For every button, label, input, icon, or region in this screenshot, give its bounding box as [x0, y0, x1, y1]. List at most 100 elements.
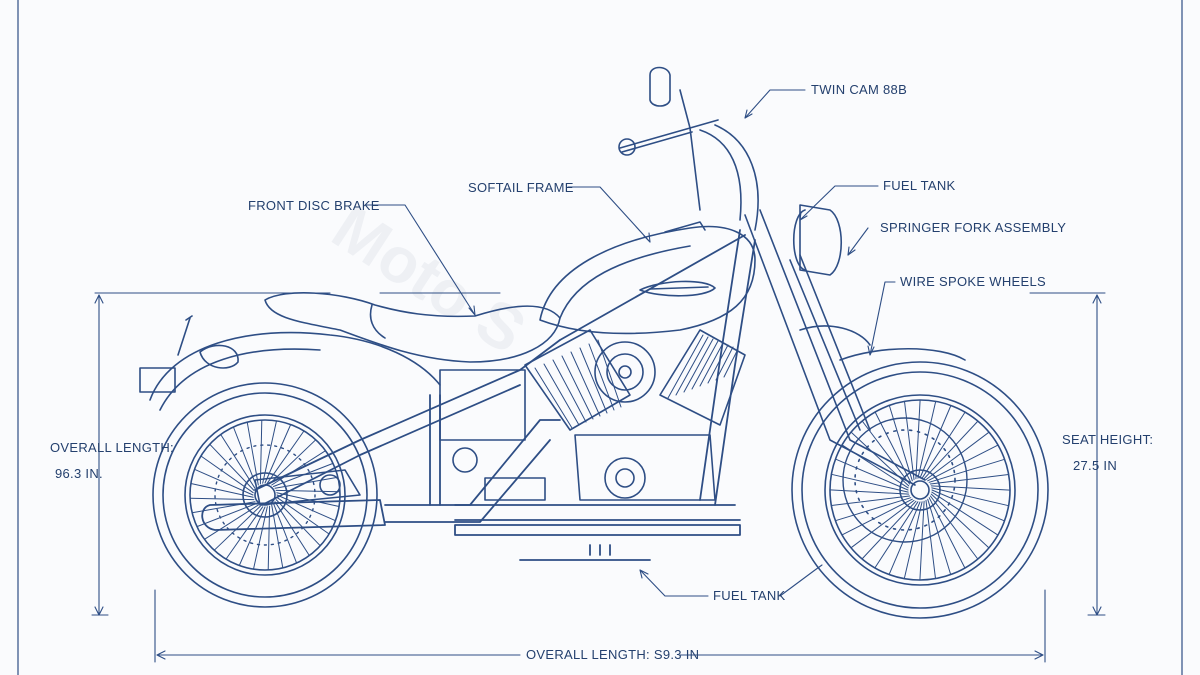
front-wheel-spoke [931, 487, 1010, 507]
rear-cylinder-fin [597, 339, 622, 408]
rear-wheel-spoke [213, 505, 261, 551]
rear-wheel-spoke [259, 419, 263, 485]
rear-wheel-spoke [189, 497, 255, 501]
fuel-tank-drawing [539, 221, 756, 335]
exhaust-pipes [201, 419, 741, 561]
front-wheel-spoke [921, 411, 966, 479]
rear-wheel-spoke [204, 504, 259, 540]
rear-wheel-spoke [253, 506, 268, 570]
rear-cylinder-fin [579, 347, 608, 414]
rear-wheel-spoke [275, 499, 321, 547]
front-cylinder-fin [667, 334, 704, 399]
rear-cylinder-fin [534, 367, 573, 429]
front-wheel-spoke [927, 444, 999, 482]
rear-cylinder-fin [543, 363, 580, 426]
rear-wheel-spoke [209, 443, 255, 491]
rear-wheel-spoke [267, 505, 271, 571]
engine-v-twin [439, 329, 746, 501]
front-wheel-spoke [923, 420, 979, 480]
front-wheel-spoke [903, 501, 923, 580]
rear-wheel-spoke [194, 468, 254, 496]
front-wheel-spoke [928, 497, 966, 569]
springer-fork [744, 204, 966, 486]
rear-wheel-spoke [246, 421, 259, 486]
front-wheel-spoke [904, 400, 915, 481]
rear-wheel-spoke [200, 455, 254, 494]
front-cylinder-fin [691, 340, 719, 390]
front-wheel-spoke [874, 411, 912, 483]
front-cylinder-fin [707, 344, 729, 384]
callout-softail-frame: SOFTAIL FRAME [468, 180, 574, 195]
rear-wheel-spoke [225, 506, 264, 560]
front-cylinder-fin [715, 346, 734, 381]
front-cylinder-fin [683, 338, 714, 393]
front-wheel-spoke [931, 489, 1005, 522]
front-wheel-spoke [930, 493, 990, 549]
rear-wheel [152, 382, 378, 608]
front-wheel-spoke [888, 501, 921, 575]
front-wheel-spoke [874, 501, 919, 569]
front-wheel-spoke [915, 399, 921, 480]
rear-wheel-spoke [232, 426, 257, 487]
callout-twin-cam: TWIN CAM 88B [811, 82, 908, 97]
front-wheel-spoke [927, 498, 952, 576]
front-wheel [791, 361, 1049, 619]
front-wheel-spoke [930, 485, 1011, 491]
rear-wheel-spoke [220, 434, 256, 489]
rear-wheel-spoke [262, 420, 277, 484]
rear-wheel-spoke [271, 450, 326, 486]
front-wheel-spoke [931, 491, 999, 536]
rear-fender [139, 315, 441, 411]
front-wheel-spoke [861, 500, 917, 560]
front-cylinder-fin [723, 348, 739, 378]
callout-wire-spoke-wheels: WIRE SPOKE WHEELS [900, 274, 1046, 289]
rear-wheel-spoke [273, 503, 298, 564]
rear-wheel-spoke [266, 430, 305, 484]
front-wheel-spoke [830, 495, 911, 506]
rear-wheel-spoke [269, 439, 317, 485]
right-dimension-title: SEAT HEIGHT: [1062, 432, 1154, 447]
callout-leaders [364, 89, 896, 597]
rear-wheel-spoke [264, 424, 292, 484]
front-wheel-spoke [841, 498, 913, 536]
rear-wheel-spoke [190, 483, 254, 498]
front-wheel-spoke [917, 400, 937, 479]
dimension-lines [91, 292, 1106, 663]
front-wheel-spoke [861, 420, 911, 485]
callout-front-disc-brake: FRONT DISC BRAKE [248, 198, 380, 213]
front-wheel-spoke [830, 473, 909, 493]
rear-cylinder-fin [570, 351, 601, 417]
rear-wheel-spoke [271, 504, 284, 569]
frame [254, 229, 756, 521]
front-wheel-spoke [835, 458, 909, 491]
callout-fuel-tank-bottom: FUEL TANK [713, 588, 786, 603]
left-dimension-title: OVERALL LENGTH: [50, 440, 174, 455]
rear-wheel-spoke [238, 506, 266, 566]
bottom-dimension-label: OVERALL LENGTH: S9.3 IN [526, 647, 700, 662]
front-wheel-spoke [829, 489, 910, 495]
left-dimension-value: 96.3 IN. [55, 466, 103, 481]
front-wheel-spoke [888, 404, 913, 482]
rear-wheel-spoke [196, 503, 257, 528]
front-wheel-spoke [925, 431, 990, 481]
rear-cylinder-fin [588, 343, 615, 411]
swingarm [254, 469, 361, 506]
front-wheel-spoke [834, 497, 912, 522]
front-wheel-spoke [925, 499, 936, 580]
seat [264, 292, 561, 363]
rear-cylinder-fin [561, 355, 594, 420]
front-wheel-spoke [919, 500, 925, 581]
right-dimension-value: 27.5 IN [1073, 458, 1118, 473]
callout-fuel-tank-top: FUEL TANK [883, 178, 956, 193]
handlebar-mirror [618, 66, 759, 231]
rear-cylinder-fin [552, 359, 587, 423]
front-wheel-spoke [929, 474, 1010, 485]
front-cylinder-fin [675, 336, 709, 396]
rear-wheel-spoke [275, 489, 341, 493]
sheet-border [17, 0, 1183, 675]
rear-wheel-spoke [276, 494, 336, 522]
front-cylinder-fin [699, 342, 724, 387]
callout-springer-fork: SPRINGER FORK ASSEMBLY [880, 220, 1067, 235]
